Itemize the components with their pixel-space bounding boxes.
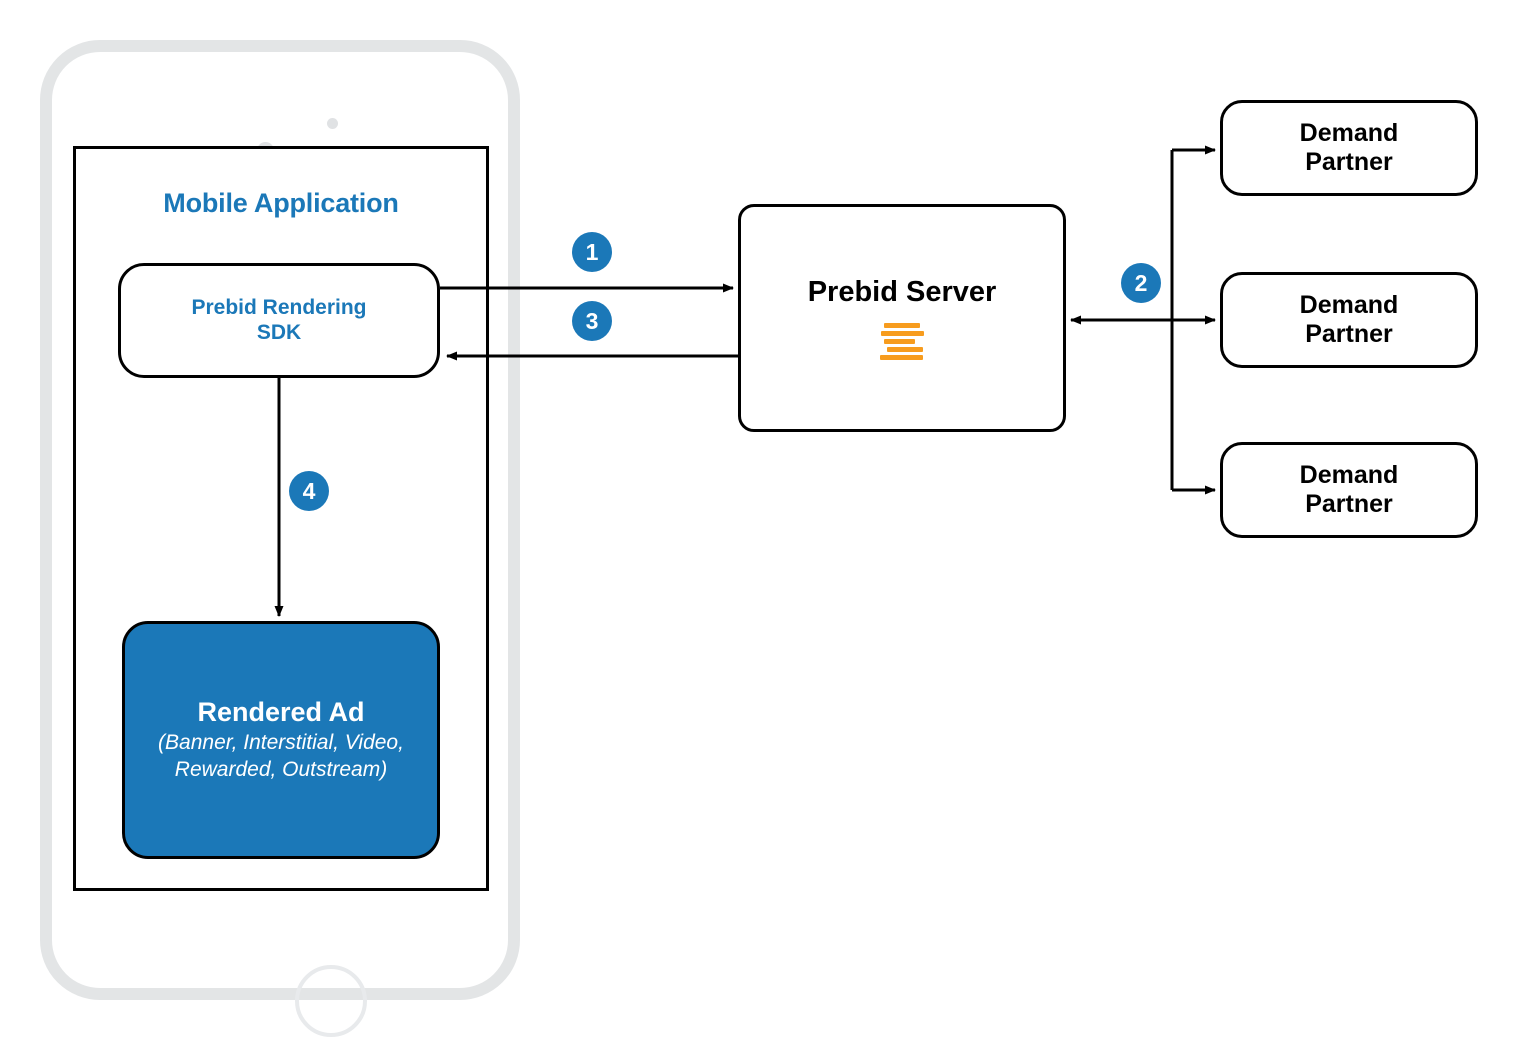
rendered-ad-subtitle-line2: Rewarded, Outstream) xyxy=(174,757,388,781)
demand-partner-node-3[interactable]: Demand Partner xyxy=(1220,442,1478,538)
prebid-rendering-sdk-node[interactable]: Prebid Rendering SDK xyxy=(118,263,440,378)
rendered-ad-subtitle-line1: (Banner, Interstitial, Video, xyxy=(158,730,404,754)
demand-partner-node-1[interactable]: Demand Partner xyxy=(1220,100,1478,196)
step-badge-1: 1 xyxy=(572,232,612,272)
rendered-ad-subtitle: (Banner, Interstitial, Video, Rewarded, … xyxy=(158,730,404,784)
demand-partner-label-line2: Partner xyxy=(1305,148,1393,176)
sdk-label-line2: SDK xyxy=(256,320,302,344)
demand-partner-node-2[interactable]: Demand Partner xyxy=(1220,272,1478,368)
rendered-ad-title: Rendered Ad xyxy=(197,696,365,727)
demand-partner-label-line2: Partner xyxy=(1305,320,1393,348)
arrow-step-2 xyxy=(1070,145,1216,495)
step-badge-4: 4 xyxy=(289,471,329,511)
demand-partner-label-line1: Demand xyxy=(1299,460,1399,489)
prebid-server-node[interactable]: Prebid Server xyxy=(738,204,1066,432)
home-button-icon[interactable] xyxy=(295,965,367,1037)
proximity-sensor-icon xyxy=(327,118,338,129)
prebid-logo-icon xyxy=(877,323,927,360)
demand-partner-label-line1: Demand xyxy=(1299,118,1399,147)
rendered-ad-node[interactable]: Rendered Ad (Banner, Interstitial, Video… xyxy=(122,621,440,859)
prebid-server-title: Prebid Server xyxy=(807,276,997,308)
demand-partner-label-line1: Demand xyxy=(1299,290,1399,319)
demand-partner-label-line2: Partner xyxy=(1305,490,1393,518)
mobile-application-title: Mobile Application xyxy=(163,188,399,218)
step-badge-2: 2 xyxy=(1121,263,1161,303)
step-badge-3: 3 xyxy=(572,301,612,341)
sdk-label-line1: Prebid Rendering xyxy=(191,295,367,319)
